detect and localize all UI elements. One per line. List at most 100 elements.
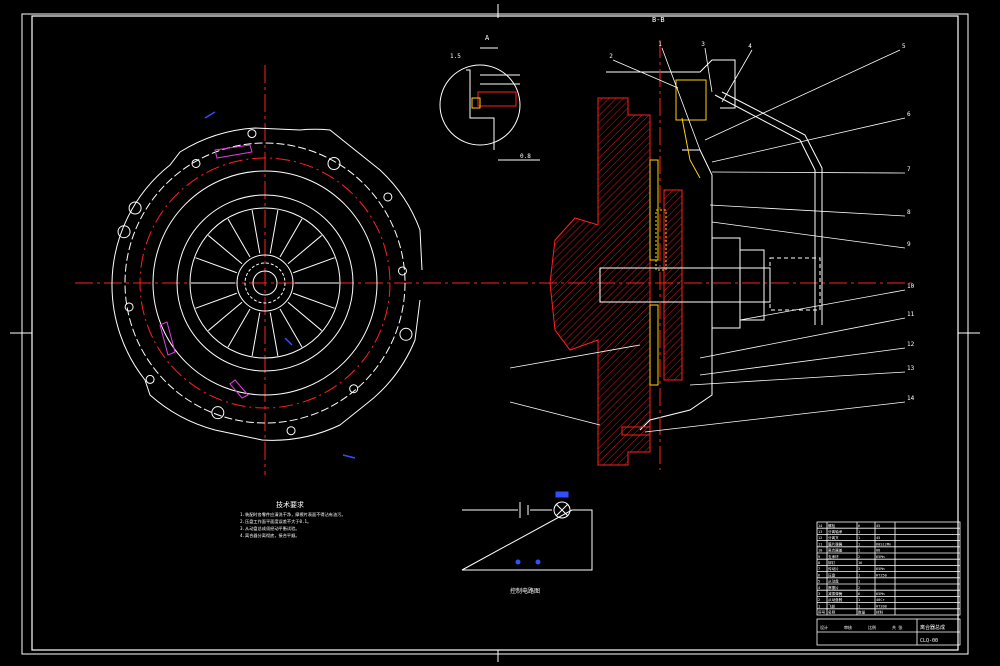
diaphragm-finger: [227, 218, 251, 258]
parts-list-cell: 传动片: [828, 566, 839, 571]
detail-circle: [439, 64, 521, 146]
part-number: 9: [907, 241, 911, 248]
parts-list-cell: 1: [858, 530, 860, 534]
mounting-bolt: [621, 426, 651, 436]
lever-arm: [681, 117, 701, 179]
part-leader-line: [711, 117, 906, 163]
tech-requirement-line: 1.装配时各零件应清洗干净，摩擦片表面不得沾有油污。: [240, 511, 346, 518]
parts-list-cell: 40Cr: [876, 598, 885, 602]
part-number: 2: [609, 53, 613, 60]
section-view: [549, 40, 823, 470]
tech-requirement-line: 4.离合器分离彻底，接合平顺。: [240, 532, 299, 539]
part-leader-line: [721, 49, 753, 103]
tech-requirement-line: 2.压盘工作面平面度误差不大于0.1。: [240, 518, 311, 525]
parts-list-header-cell: 名称: [828, 610, 836, 615]
bolt-hole: [128, 201, 142, 215]
bolt-hole: [397, 266, 407, 276]
part-leader-line: [709, 204, 906, 217]
parts-list-cell: 分离叉: [828, 535, 839, 540]
section-label: B-B: [652, 16, 665, 24]
drive-strap-left: [159, 321, 176, 356]
parts-list-header-cell: 数量: [858, 610, 866, 615]
part-number: 13: [907, 365, 915, 372]
parts-list-cell: 14: [818, 524, 822, 528]
friction-lining-lower: [649, 304, 659, 386]
switch-contact-2: [535, 559, 541, 565]
parts-list-cell: 6: [858, 592, 860, 596]
detail-label-a: A: [485, 34, 490, 42]
blue-spring-mark-1: [204, 111, 216, 119]
parts-list-cell: 3: [818, 592, 820, 596]
part-leader-line: [644, 401, 906, 433]
part-number: 11: [907, 311, 915, 318]
diaphragm-finger: [293, 257, 335, 274]
part-leader-line: [509, 344, 641, 369]
part-number: 4: [748, 43, 752, 50]
circuit-loop: [461, 509, 593, 571]
parts-list-cell: 10: [818, 549, 822, 553]
part-leader-line: [661, 47, 701, 151]
diaphragm-finger: [207, 301, 243, 331]
bearing-sleeve: [739, 249, 765, 321]
parts-list-cell: 12: [818, 536, 822, 540]
parts-list-cell: 11: [818, 542, 822, 546]
pressure-plate-circle: [139, 157, 391, 409]
title-footer-label: 审核: [844, 624, 852, 630]
diaphragm-fingers: [191, 210, 339, 356]
parts-list-cell: 1: [858, 549, 860, 553]
lamp-symbol: [553, 501, 571, 519]
diaphragm-finger: [227, 308, 251, 348]
parts-list-cell: 65Mn: [876, 567, 885, 571]
diaphragm-finger: [195, 292, 237, 309]
blue-spring-mark-3: [284, 337, 293, 346]
diaphragm-finger: [279, 218, 303, 258]
shaft-extension: [769, 257, 821, 311]
part-number: 10: [907, 283, 915, 290]
diaphragm-finger: [207, 235, 243, 265]
bolt-hole: [399, 327, 413, 341]
parts-list-cell: 6: [818, 573, 820, 577]
bolt-hole: [124, 302, 134, 312]
tech-requirements-list: 1.装配时各零件应清洗干净，摩擦片表面不得沾有油污。2.压盘工作面平面度误差不大…: [240, 511, 346, 539]
parts-list-cell: 支承环: [828, 554, 839, 559]
drawing-title: 离合器总成: [920, 624, 945, 631]
parts-list-cell: 1: [858, 536, 860, 540]
drawing-number: CLQ-00: [920, 638, 938, 644]
clutch-cover-outline: [111, 127, 423, 441]
diaphragm-finger: [251, 312, 261, 356]
parts-list-cell: 压盘: [828, 572, 836, 577]
front-view: [111, 65, 423, 475]
parts-list-cell: 3: [858, 567, 860, 571]
detail-dim-text: 1.5: [450, 53, 461, 60]
circuit-caption: 控制电路图: [510, 587, 540, 595]
parts-list-cell: 铆钉: [828, 560, 836, 565]
parts-list-cell: 1: [858, 598, 860, 602]
parts-list-cell: 9: [818, 555, 820, 559]
parts-list-cell: 5: [818, 580, 820, 584]
part-number: 12: [907, 341, 915, 348]
hub-spline-section: [655, 209, 667, 271]
tech-requirements-title: 技术要求: [276, 500, 304, 509]
lever-block: [675, 79, 707, 121]
parts-list-header-cell: 材料: [876, 610, 884, 615]
part-leader-line: [699, 347, 906, 376]
parts-list-frame: [816, 521, 961, 616]
bolt-hole: [383, 192, 393, 202]
blue-spring-mark-2: [342, 454, 356, 459]
parts-list-header-cell: 序号: [818, 610, 826, 615]
bolt-hole: [191, 158, 201, 168]
parts-list-cell: 4: [818, 586, 820, 590]
bolt-hole: [327, 156, 341, 170]
diaphragm-finger: [287, 301, 323, 331]
drive-strap-bottom: [229, 379, 249, 399]
parts-list-cell: 离合器盖: [828, 548, 843, 553]
hub-outer: [236, 254, 294, 312]
diaphragm-finger: [293, 292, 335, 309]
detail-dim-text-b: 0.8: [520, 153, 531, 160]
lamp-indicator: [555, 491, 569, 498]
parts-list-cell: 65Mn: [876, 555, 885, 559]
part-leader-line: [711, 221, 906, 249]
title-footer-label: 设计: [820, 624, 828, 630]
